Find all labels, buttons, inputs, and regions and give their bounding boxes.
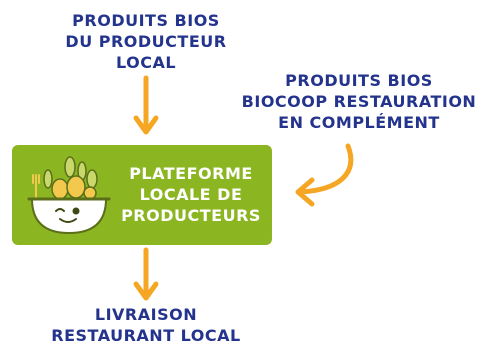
platform-line-2: LOCALE DE	[139, 185, 243, 204]
top-source-line-1: PRODUITS BIOS	[72, 11, 220, 30]
arrow-down-bottom-icon	[133, 247, 159, 301]
right-source-line-2: BIOCOOP RESTAURATION	[241, 92, 477, 111]
platform-box: PLATEFORME LOCALE DE PRODUCTEURS	[12, 145, 272, 245]
platform-label: PLATEFORME LOCALE DE PRODUCTEURS	[116, 163, 266, 226]
platform-line-3: PRODUCTEURS	[121, 206, 261, 225]
top-source-line-2: DU PRODUCTEUR	[65, 32, 227, 51]
right-source-line-1: PRODUITS BIOS	[285, 71, 433, 90]
top-source-label: PRODUITS BIOS DU PRODUCTEUR LOCAL	[46, 10, 246, 73]
destination-label: LIVRAISON RESTAURANT LOCAL	[46, 304, 246, 346]
platform-line-1: PLATEFORME	[129, 164, 253, 183]
right-source-line-3: EN COMPLÉMENT	[278, 113, 440, 132]
arrow-down-top-icon	[133, 75, 159, 135]
destination-line-2: RESTAURANT LOCAL	[51, 326, 241, 345]
destination-line-1: LIVRAISON	[94, 305, 198, 324]
arrow-curved-left-icon	[295, 143, 354, 207]
right-source-label: PRODUITS BIOS BIOCOOP RESTAURATION EN CO…	[228, 70, 490, 133]
top-source-line-3: LOCAL	[115, 53, 177, 72]
vegetable-basket-icon	[27, 156, 111, 235]
